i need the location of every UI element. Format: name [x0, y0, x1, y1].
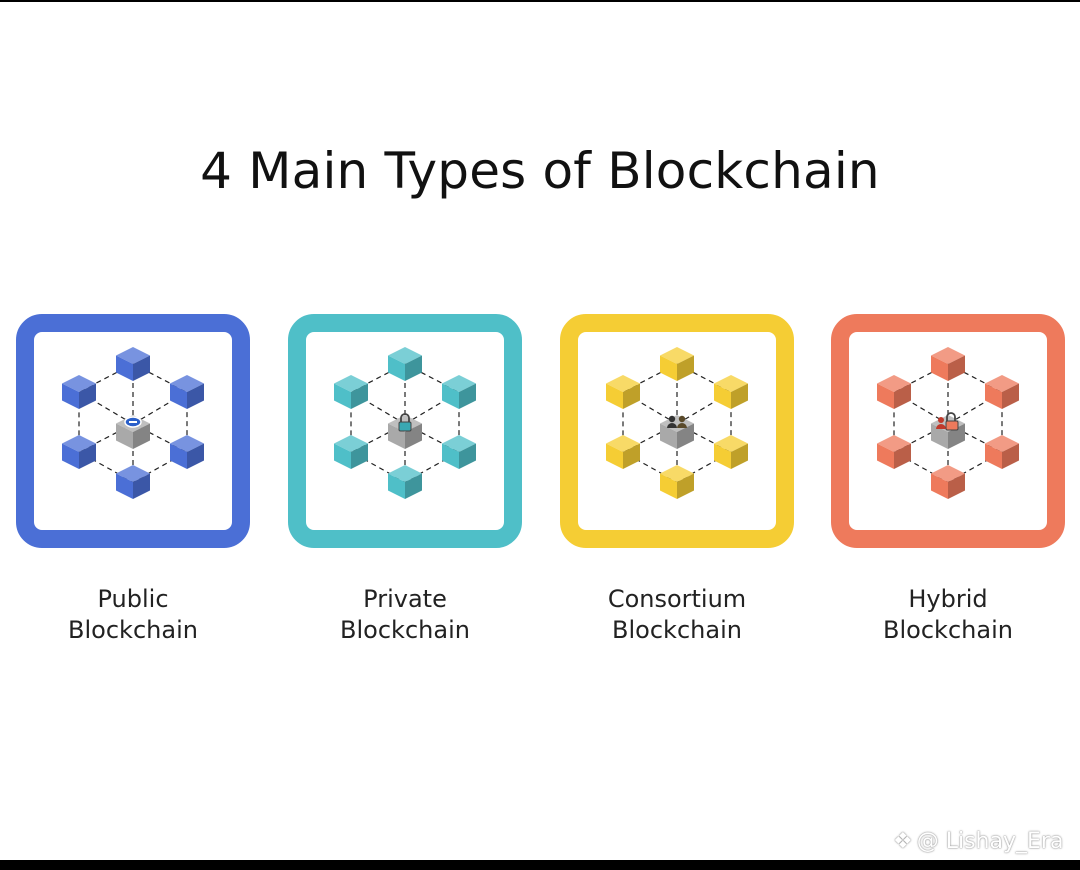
hybrid-blockchain-card — [831, 314, 1065, 548]
center-node-cube — [116, 415, 150, 449]
hybrid-blockchain-label: Hybrid Blockchain — [831, 584, 1065, 646]
dashed-link-5 — [78, 391, 134, 425]
label-line-1: Hybrid — [908, 585, 988, 613]
block-cube-4 — [877, 435, 911, 469]
lock-and-person-icon — [936, 412, 959, 431]
consortium-blockchain-label: Consortium Blockchain — [560, 584, 794, 646]
label-line-1: Public — [97, 585, 169, 613]
private-blockchain-card — [288, 314, 522, 548]
block-cube-1 — [170, 375, 204, 409]
center-node-cube — [388, 415, 422, 449]
block-cube-3 — [388, 465, 422, 499]
dashed-link-1 — [132, 391, 188, 425]
public-blockchain-card — [16, 314, 250, 548]
block-cube-0 — [388, 347, 422, 381]
bottom-border — [0, 860, 1080, 870]
watermark: ❖@ Lishay_Era — [893, 829, 1063, 854]
block-cube-2 — [442, 435, 476, 469]
dashed-link-1 — [404, 391, 460, 425]
block-cube-5 — [62, 375, 96, 409]
block-cube-2 — [714, 435, 748, 469]
label-line-2: Blockchain — [883, 616, 1013, 644]
diagram-title: 4 Main Types of Blockchain — [200, 142, 880, 200]
dashed-link-1 — [947, 391, 1003, 425]
paw-logo-icon: ❖ — [893, 829, 913, 854]
block-cube-2 — [985, 435, 1019, 469]
block-cube-0 — [931, 347, 965, 381]
label-line-2: Blockchain — [68, 616, 198, 644]
block-cube-3 — [660, 465, 694, 499]
block-cube-5 — [877, 375, 911, 409]
public-network-graphic — [62, 347, 204, 499]
private-blockchain-label: Private Blockchain — [288, 584, 522, 646]
block-cube-3 — [931, 465, 965, 499]
block-cube-4 — [334, 435, 368, 469]
center-node-cube — [660, 415, 694, 449]
public-blockchain-label: Public Blockchain — [16, 584, 250, 646]
block-cube-1 — [442, 375, 476, 409]
label-line-1: Private — [363, 585, 447, 613]
dashed-link-5 — [350, 391, 406, 425]
block-cube-3 — [116, 465, 150, 499]
key-icon — [124, 416, 142, 428]
dashed-link-1 — [676, 391, 732, 425]
top-border — [0, 0, 1080, 2]
consortium-blockchain-card — [560, 314, 794, 548]
private-network-graphic — [334, 347, 476, 499]
block-cube-4 — [606, 435, 640, 469]
block-cube-4 — [62, 435, 96, 469]
center-node-cube — [931, 415, 965, 449]
hybrid-network-graphic — [877, 347, 1019, 499]
block-cube-2 — [170, 435, 204, 469]
block-cube-5 — [606, 375, 640, 409]
label-line-1: Consortium — [607, 585, 747, 613]
lock-icon — [398, 413, 412, 432]
label-line-2: Blockchain — [612, 616, 742, 644]
consortium-network-graphic — [606, 347, 748, 499]
people-icon — [667, 415, 687, 428]
block-cube-1 — [985, 375, 1019, 409]
label-line-2: Blockchain — [340, 616, 470, 644]
dashed-link-5 — [622, 391, 678, 425]
block-cube-5 — [334, 375, 368, 409]
watermark-text: @ Lishay_Era — [916, 829, 1064, 854]
block-cube-1 — [714, 375, 748, 409]
block-cube-0 — [660, 347, 694, 381]
block-cube-0 — [116, 347, 150, 381]
